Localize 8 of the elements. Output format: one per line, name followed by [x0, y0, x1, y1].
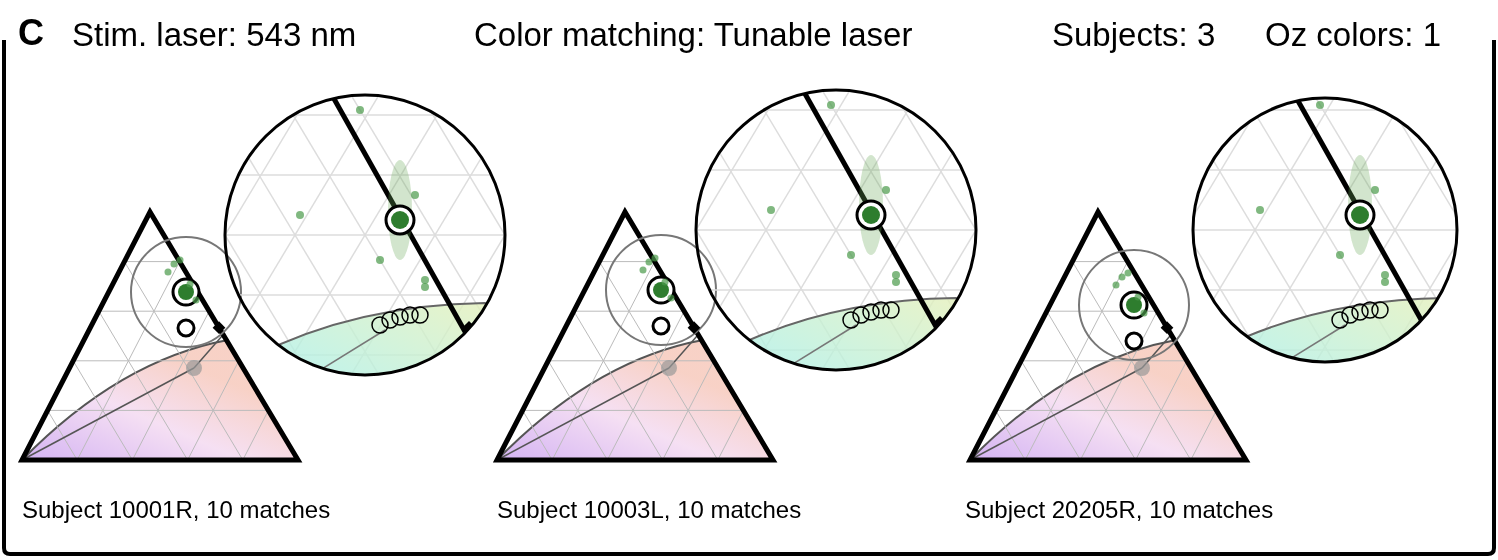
stimulus-label: Stim. laser: 543 nm [72, 16, 357, 54]
subjects-label: Subjects: 3 [1052, 16, 1216, 54]
panel-caption: Subject 10003L, 10 matches [497, 496, 802, 524]
panel-caption: Subject 10001R, 10 matches [22, 496, 331, 524]
panel-caption: Subject 20205R, 10 matches [965, 496, 1274, 524]
panel-letter: C [18, 12, 44, 54]
oz-colors-label: Oz colors: 1 [1265, 16, 1442, 54]
color-matching-label: Color matching: Tunable laser [474, 16, 913, 54]
